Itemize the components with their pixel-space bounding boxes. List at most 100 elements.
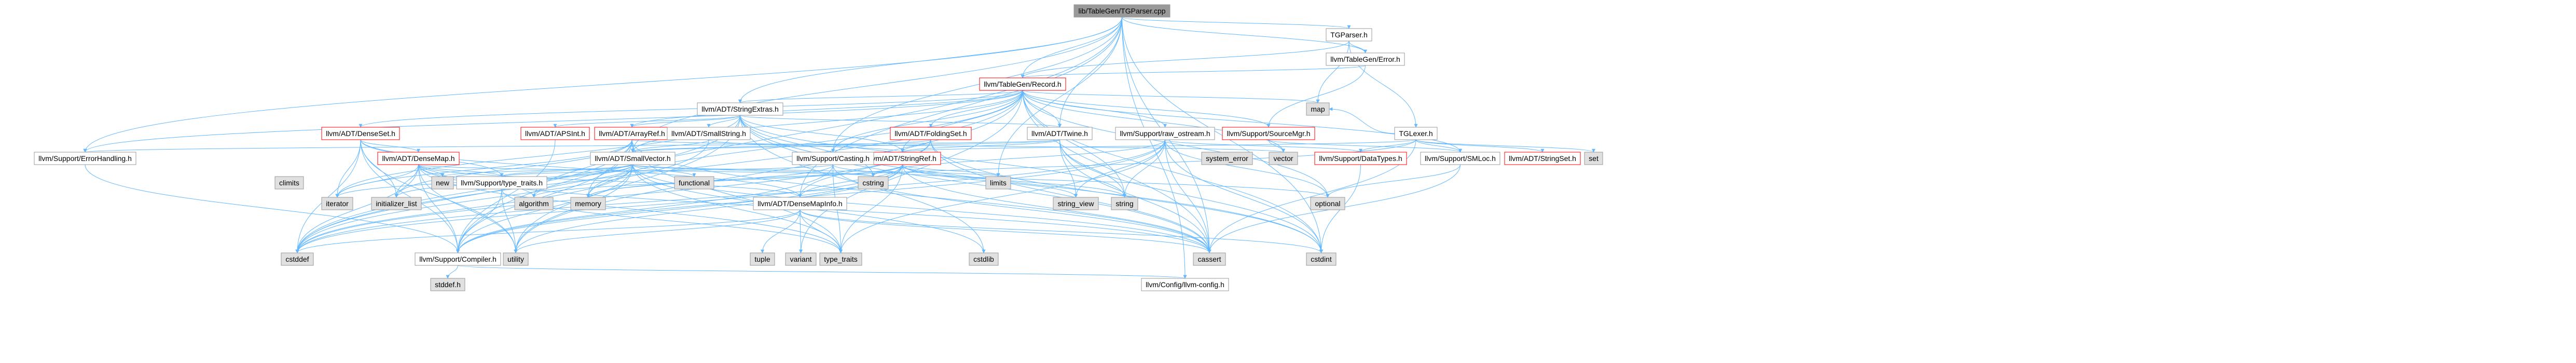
node-box (819, 252, 862, 266)
node-box (570, 197, 606, 210)
node-box (1306, 252, 1337, 266)
edge-stringextras-to-smallstring (707, 115, 740, 128)
edge-compiler-to-llvmconfig (458, 265, 1187, 279)
graph-node-densemapinfo[interactable]: llvm/ADT/DenseMapInfo.h (753, 197, 847, 210)
node-box (415, 252, 501, 266)
edge-smallvector-to-cstring (632, 164, 875, 177)
graph-node-apsint[interactable]: llvm/ADT/APSInt.h (520, 127, 590, 140)
node-label: limits (990, 179, 1007, 187)
graph-node-tablegenerror[interactable]: llvm/TableGen/Error.h (1326, 52, 1405, 66)
node-label: variant (790, 255, 811, 263)
node-label: llvm/ADT/SmallVector.h (595, 154, 670, 163)
edge-root-to-smallvector (631, 17, 1122, 153)
graph-node-smallvector[interactable]: llvm/ADT/SmallVector.h (590, 152, 676, 165)
node-box (1306, 102, 1330, 116)
node-label: llvm/TableGen/Error.h (1330, 55, 1400, 63)
edge-densemap_top-to-iterator (335, 139, 361, 198)
node-box (1504, 152, 1581, 165)
graph-node-stringref[interactable]: llvm/ADT/StringRef.h (864, 152, 941, 165)
graph-node-functional: functional (674, 176, 714, 190)
edge-densemap-to-iterator (335, 164, 419, 198)
graph-node-tglexer[interactable]: TGLexer.h (1394, 127, 1438, 140)
node-label: llvm/ADT/StringRef.h (869, 154, 936, 163)
edge-stringextras-to-twine (740, 115, 1062, 128)
node-box (1073, 4, 1170, 18)
node-box (1584, 152, 1603, 165)
graph-node-cassert: cassert (1193, 252, 1226, 266)
edge-record-to-vector (1022, 90, 1285, 153)
node-box (321, 197, 353, 210)
edge-sourcemgr-to-smloc (1268, 139, 1462, 153)
edge-tablegenerror-to-record (1021, 65, 1366, 78)
graph-node-rawostream[interactable]: llvm/Support/raw_ostream.h (1115, 127, 1215, 140)
node-box (1111, 197, 1138, 210)
edge-stringref-to-densemapinfo (798, 164, 903, 198)
graph-node-sourcemgr[interactable]: llvm/Support/SourceMgr.h (1222, 127, 1315, 140)
node-label: TGLexer.h (1399, 129, 1432, 138)
graph-node-record[interactable]: llvm/TableGen/Record.h (979, 77, 1066, 91)
graph-node-typetraits-h[interactable]: llvm/Support/type_traits.h (456, 176, 547, 190)
graph-node-initializer-list: initializer_list (371, 197, 422, 210)
edge-densemap_top-to-initializer_list (360, 139, 398, 198)
node-label: llvm/Config/llvm-config.h (1146, 280, 1224, 289)
graph-node-stringextras[interactable]: llvm/ADT/StringExtras.h (697, 102, 783, 116)
node-label: map (1311, 105, 1325, 113)
graph-node-smloc[interactable]: llvm/Support/SMLoc.h (1420, 152, 1500, 165)
edge-densemapinfo-to-tuple (761, 209, 801, 253)
edge-stringref-to-algorithm (532, 164, 903, 198)
edge-casting-to-typetraits_h (500, 164, 833, 177)
node-label: llvm/ADT/SmallString.h (671, 129, 746, 138)
edge-twine-to-errorhandling (84, 139, 1060, 153)
edge-record-to-casting (831, 90, 1023, 153)
graph-node-climits: climits (274, 176, 304, 190)
node-box (792, 152, 874, 165)
edge-densemapinfo-to-cstdint (800, 209, 1323, 253)
node-label: llvm/Support/Compiler.h (419, 255, 497, 263)
edge-arrayref-to-cstddef (295, 139, 632, 253)
graph-node-casting[interactable]: llvm/Support/Casting.h (792, 152, 874, 165)
graph-node-memory: memory (570, 197, 606, 210)
edge-densemap_top-to-cstddef (295, 139, 361, 253)
graph-node-stringset[interactable]: llvm/ADT/StringSet.h (1504, 152, 1581, 165)
edge-densemap-to-utility (418, 164, 518, 253)
graph-node-tgparser-h[interactable]: TGParser.h (1326, 28, 1372, 42)
edge-stringextras-to-cassert (740, 115, 1211, 253)
edge-rawostream-to-compiler (456, 139, 1165, 253)
graph-node-cstddef: cstddef (281, 252, 314, 266)
graph-node-densemap[interactable]: llvm/ADT/DenseMap.h (377, 152, 460, 165)
graph-node-smallstring[interactable]: llvm/ADT/SmallString.h (667, 127, 751, 140)
edge-record-to-stringextras (738, 90, 1023, 103)
graph-node-root[interactable]: lib/TableGen/TGParser.cpp (1073, 4, 1170, 18)
node-box (1141, 278, 1229, 291)
graph-node-llvmconfig[interactable]: llvm/Config/llvm-config.h (1141, 278, 1229, 291)
node-box (1420, 152, 1500, 165)
graph-node-arrayref[interactable]: llvm/ADT/ArrayRef.h (594, 127, 670, 140)
edge-smallvector-to-new (440, 164, 633, 177)
node-box (785, 252, 817, 266)
graph-node-cstdlib: cstdlib (969, 252, 999, 266)
graph-node-twine[interactable]: llvm/ADT/Twine.h (1027, 127, 1093, 140)
node-label: lib/TableGen/TGParser.cpp (1078, 7, 1165, 15)
graph-node-densemap-top[interactable]: llvm/ADT/DenseSet.h (321, 127, 400, 140)
edge-rawostream-to-datatypes (1165, 139, 1362, 153)
node-box (281, 252, 314, 266)
node-label: llvm/ADT/DenseMap.h (382, 154, 454, 163)
node-box (1269, 152, 1298, 165)
graph-node-compiler[interactable]: llvm/Support/Compiler.h (415, 252, 501, 266)
node-label: llvm/Support/SourceMgr.h (1227, 129, 1310, 138)
node-box (1201, 152, 1253, 165)
edge-foldingset-to-smallvector (631, 139, 931, 153)
graph-node-limits: limits (985, 176, 1011, 190)
graph-node-iterator: iterator (321, 197, 353, 210)
edge-stringextras-to-stringref (740, 115, 904, 153)
graph-node-datatypes[interactable]: llvm/Support/DataTypes.h (1314, 152, 1407, 165)
edge-stringref-to-limits (902, 164, 1000, 177)
graph-node-errorhandling[interactable]: llvm/Support/ErrorHandling.h (34, 152, 136, 165)
node-label: llvm/Support/raw_ostream.h (1120, 129, 1210, 138)
graph-node-foldingset[interactable]: llvm/ADT/FoldingSet.h (890, 127, 972, 140)
node-box (750, 252, 775, 266)
node-box (1053, 197, 1099, 210)
edge-densemapinfo-to-cassert (800, 209, 1211, 253)
node-label: utility (507, 255, 524, 263)
